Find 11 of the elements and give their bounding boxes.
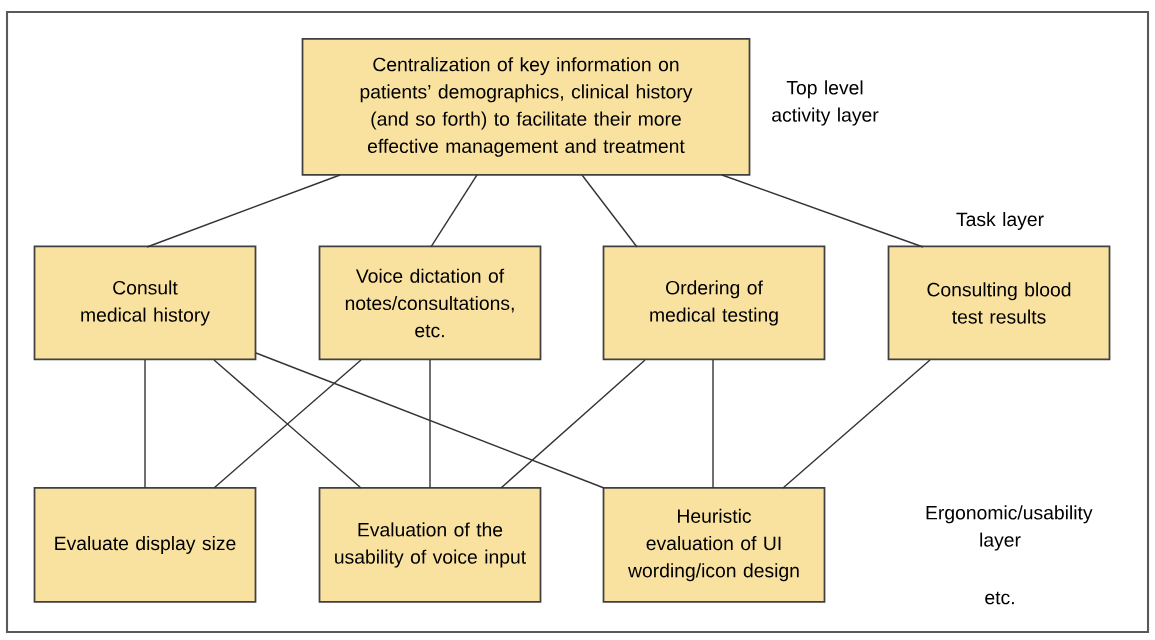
task-box: Evaluation of the usability of voice input <box>318 487 542 603</box>
layer-label: etc. <box>985 591 1014 605</box>
layer-label: Ergonomic/usability layer <box>926 505 1093 551</box>
task-box: Consulting blood test results <box>887 245 1111 361</box>
task-box: Centralization of key information on patients’ demographics, clinical history (and so forth) to facilitate their more effective management and treatment <box>301 38 751 176</box>
task-box: Consult medical history <box>33 245 257 361</box>
task-box: Heuristic evaluation of UI wording/icon design <box>602 487 826 603</box>
layer-label: Top level activity layer <box>772 80 879 126</box>
task-box: Voice dictation of notes/consultations, etc. <box>318 245 542 361</box>
task-box: Evaluate display size <box>33 487 257 603</box>
task-box: Ordering of medical testing <box>602 245 826 361</box>
